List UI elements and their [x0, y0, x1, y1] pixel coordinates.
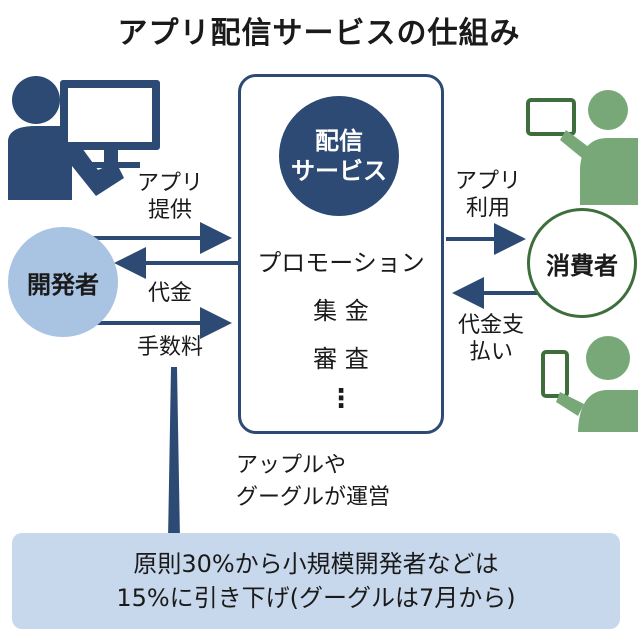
label-app-provide: アプリ 提供 — [120, 170, 220, 224]
service-label-line1: 配信 — [315, 127, 363, 155]
operator-note-line1: アップルや — [236, 453, 347, 478]
person-with-tablet-icon — [526, 90, 638, 205]
person-at-computer-icon — [8, 76, 160, 200]
diagram-title: アプリ配信サービスの仕組み — [117, 16, 521, 51]
commission-note-line2: 15%に引き下げ(グーグルは7月から) — [116, 584, 516, 612]
label-app-use-line2: 利用 — [465, 196, 510, 221]
function-promotion: プロモーション — [257, 249, 425, 277]
label-app-use: アプリ 利用 — [450, 168, 526, 222]
note-pointer — [168, 367, 180, 540]
developer-circle: 開発者 — [8, 227, 118, 337]
consumer-circle: 消費者 — [527, 208, 637, 318]
label-app-provide-line2: 提供 — [147, 198, 192, 223]
function-ellipsis: ⋮ — [328, 384, 354, 414]
label-payment-right-line2: 払い — [468, 340, 513, 365]
service-label-line2: サービス — [291, 157, 387, 185]
label-app-provide-line1: アプリ — [136, 171, 203, 196]
commission-note-line1: 原則30%から小規模開発者などは — [133, 550, 499, 578]
function-collection: 集 金 — [313, 297, 369, 325]
label-app-use-line1: アプリ — [454, 169, 521, 194]
commission-note-box: 原則30%から小規模開発者などは 15%に引き下げ(グーグルは7月から) — [12, 533, 620, 629]
operator-note: アップルや グーグルが運営 — [236, 450, 436, 514]
label-commission: 手数料 — [136, 335, 203, 360]
function-review: 審 査 — [313, 345, 369, 373]
consumer-label: 消費者 — [546, 251, 618, 280]
person-with-smartphone-icon — [541, 336, 638, 432]
label-payment-left: 代金 — [147, 281, 192, 306]
distribution-service-circle: 配信 サービス — [279, 96, 399, 216]
label-payment-right: 代金支 払い — [446, 312, 536, 366]
developer-label: 開発者 — [27, 270, 99, 299]
operator-note-line2: グーグルが運営 — [236, 485, 391, 510]
label-payment-right-line1: 代金支 — [457, 313, 524, 338]
